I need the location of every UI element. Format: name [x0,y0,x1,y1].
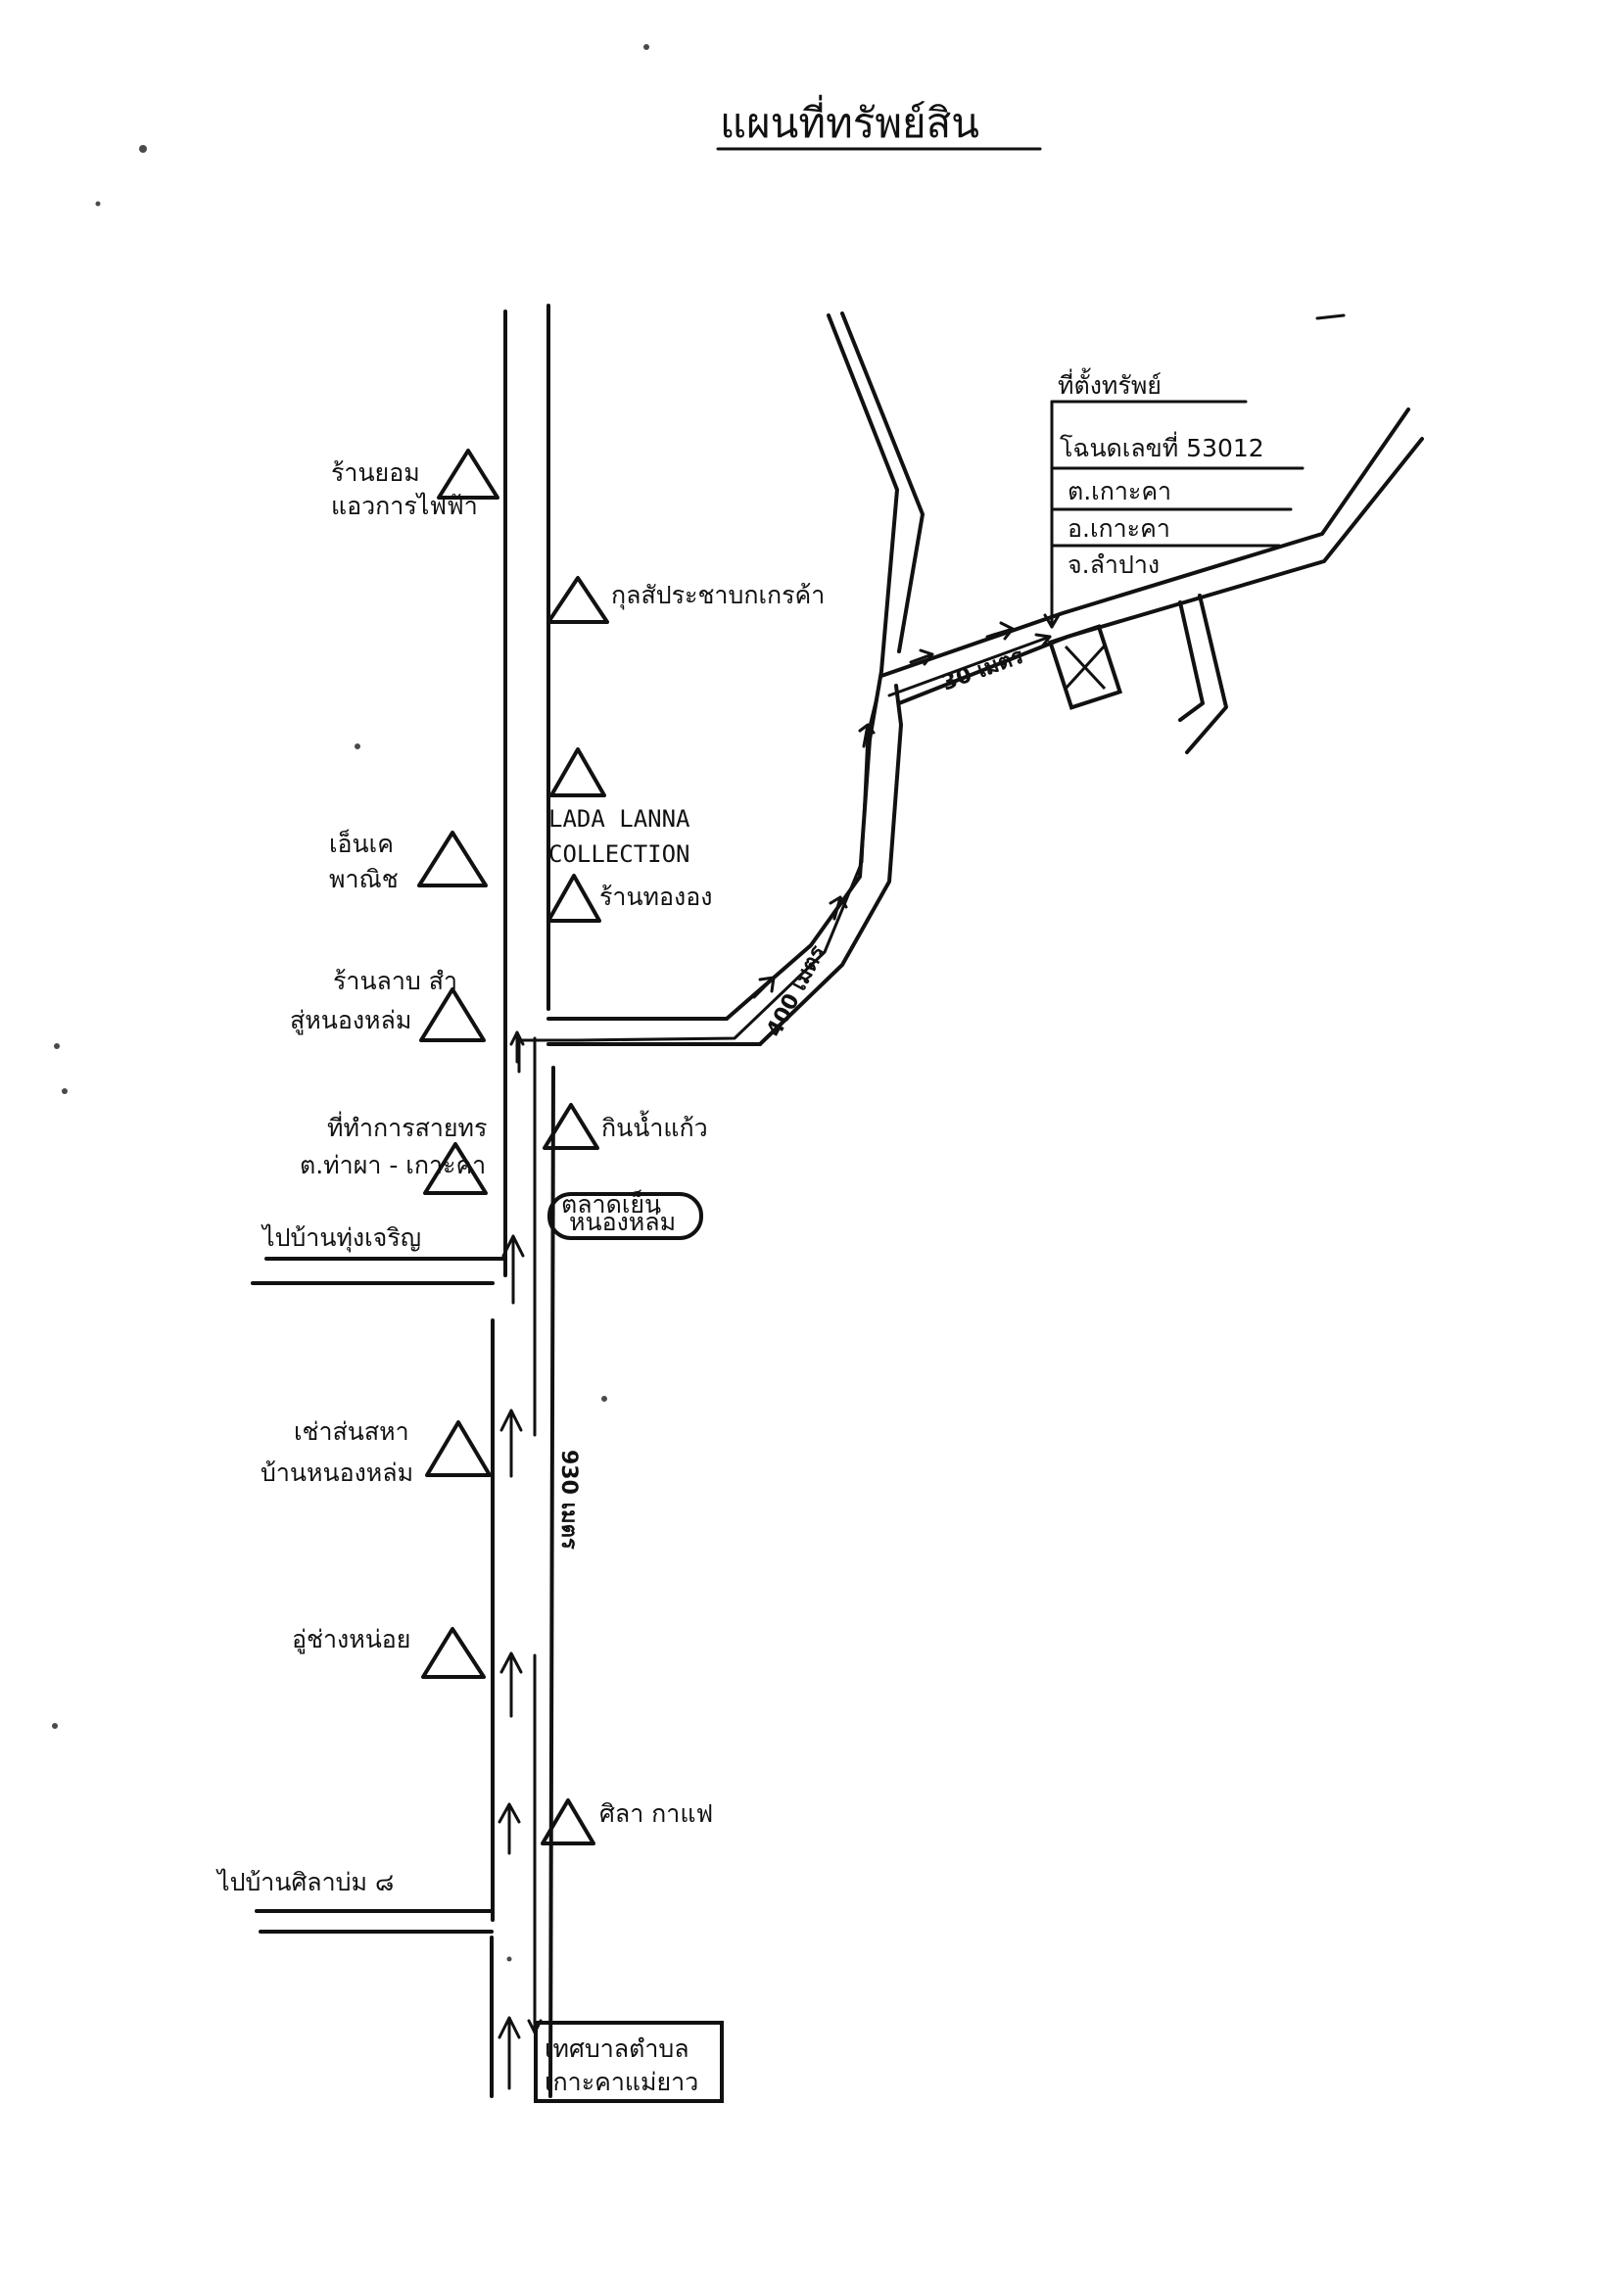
route-line-final-arrowhead [1034,633,1052,648]
scan-speck [1315,313,1346,320]
scan-speck [643,44,649,50]
landmark-pharmacy-marker [417,831,488,887]
property-heading: ที่ตั้งทรัพย์ [1058,367,1162,400]
south-stub-east-edge [1185,594,1228,754]
scan-speck [601,1396,607,1402]
landmark-repair-shop-line1: อู่ช่างหน่อย [292,1625,410,1654]
market-label-line2: หนองหล่ม [569,1208,676,1236]
property-subdistrict: ต.เกาะคา [1068,477,1171,505]
landmark-lada-lanna-line1: LADA LANNA [548,805,690,833]
route-line-final [887,635,1052,697]
property-marker [1047,624,1123,710]
landmark-noodle-shop-line1: ร้านลาบ สำ [333,967,457,995]
north-stub-west-edge [827,313,899,673]
landmark-kin-nam-kaew-marker [543,1103,599,1150]
scan-speck [506,1956,512,1962]
south-stub-west-edge [1178,600,1205,722]
landmark-lada-lanna-line2: COLLECTION [548,840,690,868]
landmark-sila-cafe-marker [541,1798,595,1845]
side-road-upper-label: ไปบ้านทุ่งเจริญ [261,1223,421,1253]
landmark-rental-shop-line1: เช่าส่นสหา [294,1417,409,1446]
scan-speck [355,743,360,749]
final-road-south-edge [897,437,1424,705]
landmark-rental-shop-marker [425,1420,492,1477]
landmark-sila-cafe-line1: ศิลา กาแฟ [599,1799,713,1828]
distance-main: 930 เมตร [556,1450,581,1550]
landmark-post-office-marker [423,1142,488,1195]
start-label-line2: เกาะคาแม่ยาว [545,2068,698,2096]
landmark-cooperative-marker [546,576,609,624]
start-box [534,2021,724,2103]
landmark-pharmacy-line1: เอ็นเค [329,829,394,858]
north-stub-east-edge [840,311,925,653]
property-pointer-arrowhead [1043,613,1061,629]
landmark-repair-shop-marker [421,1627,486,1679]
landmark-pharmacy-line2: พาณิช [329,865,399,893]
diagonal-road-west-edge [725,669,883,1021]
landmark-watering-shop-line2: แอวการไฟฟ้า [331,492,478,520]
property-deed: โฉนดเลขที่ 53012 [1060,431,1264,462]
landmark-thong-shop-marker [546,874,601,923]
landmark-rental-shop-line2: บ้านหนองหล่ม [261,1459,413,1487]
scan-speck [95,201,101,207]
map-title: แผนที่ทรัพย์สิน [720,95,979,147]
landmark-watering-shop-marker [437,449,499,500]
direction-arrows [498,621,1015,2090]
market-label-line1: ตลาดเย็น [561,1189,661,1219]
landmark-cooperative-line1: กุลสัประชาบกเกรค้า [611,581,825,610]
landmark-post-office-line1: ที่ทำการสายทร [327,1111,487,1142]
landmark-thong-shop-line1: ร้านทององ [599,883,712,911]
scan-speck [52,1723,58,1729]
landmark-lada-lanna-marker [549,747,606,797]
property-district: อ.เกาะคา [1068,514,1170,543]
route-line-diagonal [517,684,881,1074]
landmark-watering-shop-line1: ร้านยอม [331,458,420,487]
market-pill [547,1192,703,1240]
landmark-post-office-line2: ต.ท่าผา - เกาะคา [300,1151,486,1179]
property-info-box [1050,400,1305,588]
final-road-north-edge [879,407,1410,678]
landmark-kin-nam-kaew-line1: กินน้ำแก้ว [601,1110,708,1142]
main-road-east-edge-lower [548,1066,555,2098]
scan-speck [139,145,147,153]
landmark-noodle-shop-marker [419,987,486,1042]
diagonal-road-east-edge [758,684,903,1046]
side-road-lower-label: ไปบ้านศิลาบ่ม ๘ [215,1868,394,1896]
start-label-line1: เทศบาลตำบล [545,2034,689,2063]
landmark-noodle-shop-line2: สู่หนองหล่ม [290,1006,411,1035]
property-province: จ.ลำปาง [1068,550,1160,579]
scan-speck [62,1088,68,1094]
scan-speck [54,1043,60,1049]
